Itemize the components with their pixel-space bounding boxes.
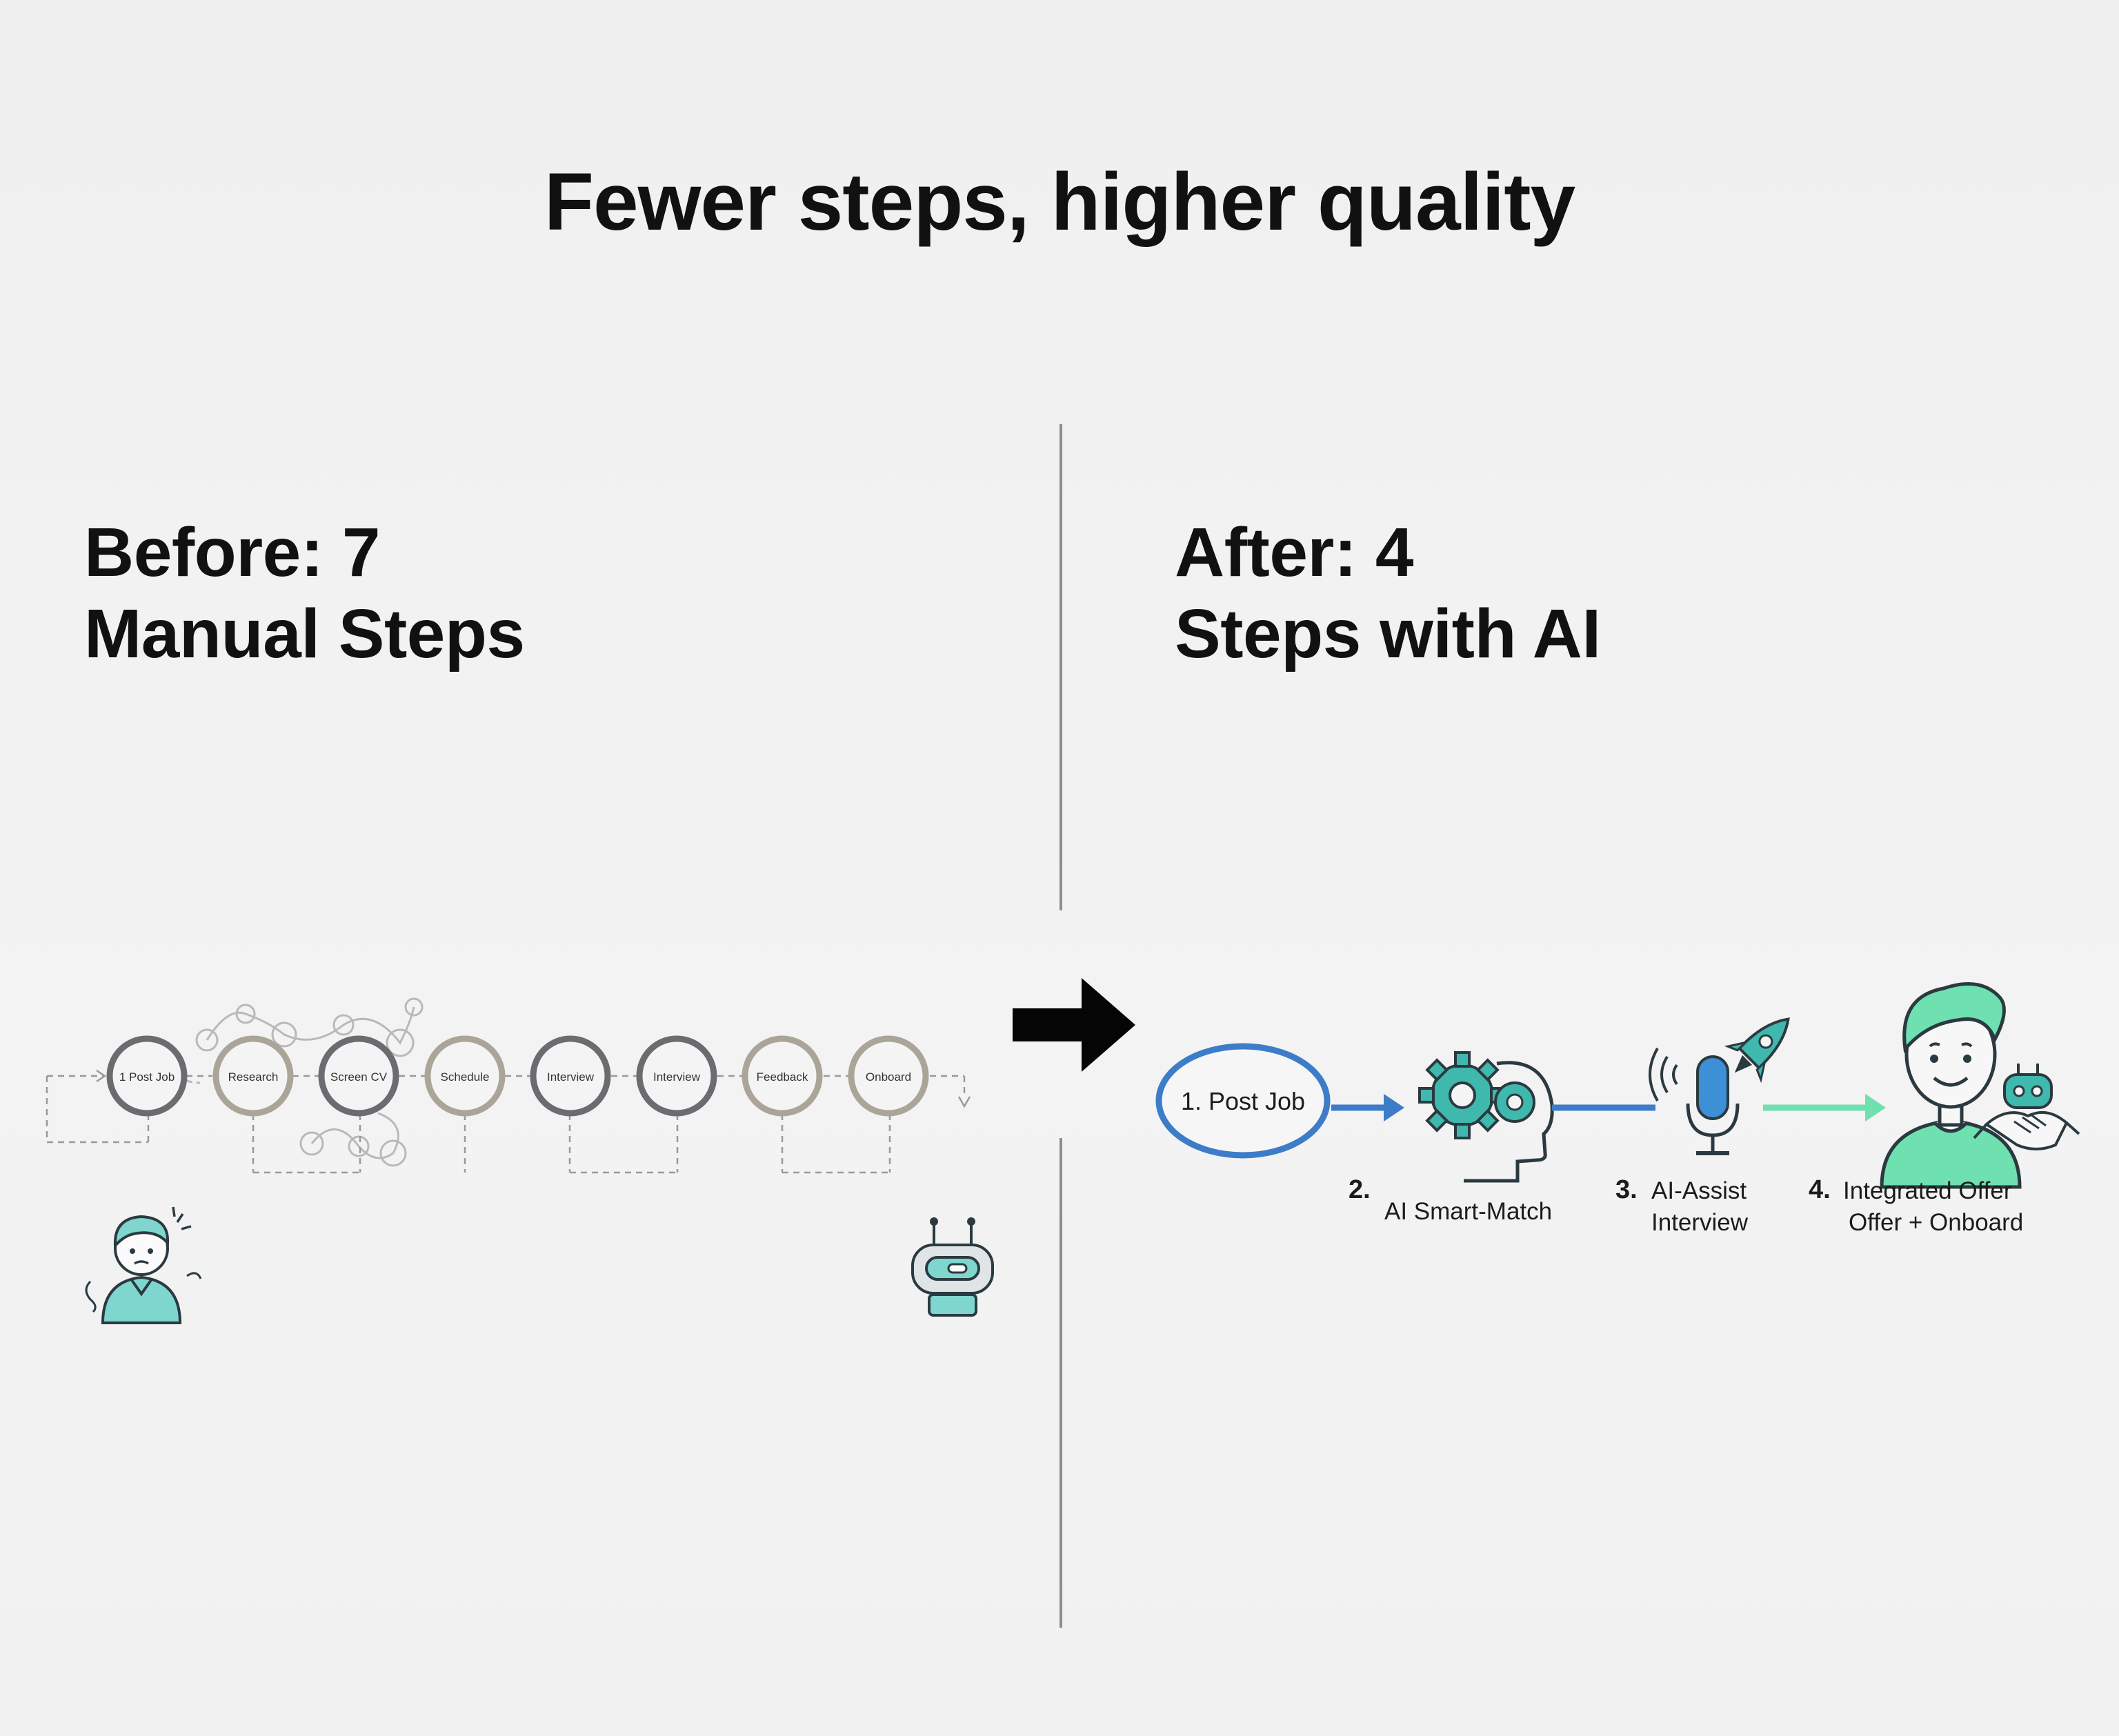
step-4-line2: Offer + Onboard (1849, 1209, 2024, 1236)
step-2-caption: 2. AI Smart-Match (1349, 1174, 1576, 1250)
stressed-person-icon (85, 1206, 202, 1324)
step-ring-1: 1 Post Job (106, 1035, 188, 1117)
connector-3-4 (1763, 1094, 1886, 1121)
step-1-label: 1. Post Job (1181, 1087, 1305, 1115)
step-4-number: 4. (1809, 1175, 1831, 1204)
step-3-line2: Interview (1651, 1209, 1749, 1236)
after-heading-line1: After: 4 (1175, 514, 1414, 591)
divider-bottom (1060, 1138, 1062, 1628)
step-ring-3: Screen CV (318, 1035, 399, 1117)
step-ring-6: Interview (636, 1035, 717, 1117)
step-4-caption: 4. Integrated Offer Offer + Onboard (1809, 1174, 2057, 1250)
step-3-caption: 3. AI-Assist Interview (1615, 1174, 1781, 1250)
right-arrow-icon (1013, 978, 1135, 1072)
before-process-diagram: 1 Post Job Research Screen CV Schedule I… (46, 997, 994, 1324)
microphone-icon (1649, 1047, 1740, 1155)
messy-doodles (177, 997, 424, 1167)
step-1-post-job: 1. Post Job (1155, 1043, 1331, 1159)
connector-arrowhead-icon (957, 1096, 971, 1108)
gear-head-icon (1418, 1051, 1554, 1183)
step-ring-label: Feedback (757, 1070, 808, 1084)
before-heading-line2: Manual Steps (84, 595, 525, 672)
page-title: Fewer steps, higher quality (544, 157, 1575, 248)
before-heading: Before: 7 Manual Steps (84, 512, 525, 675)
step-ring-label: Interview (653, 1070, 701, 1084)
step-ring-4: Schedule (424, 1035, 506, 1117)
step-ring-8: Onboard (848, 1035, 929, 1117)
step-2-number: 2. (1349, 1175, 1371, 1204)
connector-arrowhead-icon (96, 1069, 107, 1083)
divider-top (1060, 424, 1062, 910)
dashed-connectors (46, 1075, 966, 1174)
step-ring-2: Research (212, 1035, 294, 1117)
step-ring-5: Interview (530, 1035, 611, 1117)
after-heading: After: 4 Steps with AI (1175, 512, 1601, 675)
after-process-diagram: 1. Post Job (1155, 982, 2080, 1189)
step-3-line1: AI-Assist (1651, 1177, 1747, 1204)
robot-icon (911, 1217, 994, 1317)
rocket-icon (1724, 1017, 1790, 1084)
step-ring-7: Feedback (742, 1035, 823, 1117)
step-4-line1: Integrated Offer (1843, 1177, 2012, 1204)
step-ring-label: Schedule (441, 1070, 490, 1084)
step-2-label: AI Smart-Match (1384, 1198, 1553, 1225)
step-ring-label: Screen CV (330, 1070, 388, 1084)
step-ring-label: Interview (547, 1070, 595, 1084)
handshake-robot-icon (1973, 1064, 2080, 1150)
step-ring-label: Research (228, 1070, 279, 1084)
step-ring-label: 1 Post Job (119, 1070, 175, 1084)
step-ring-label: Onboard (866, 1070, 911, 1084)
step-3-number: 3. (1615, 1175, 1638, 1204)
after-heading-line2: Steps with AI (1175, 595, 1601, 672)
before-heading-line1: Before: 7 (84, 514, 380, 591)
happy-person-icon (1880, 982, 2022, 1189)
connector-1-2 (1331, 1094, 1404, 1121)
